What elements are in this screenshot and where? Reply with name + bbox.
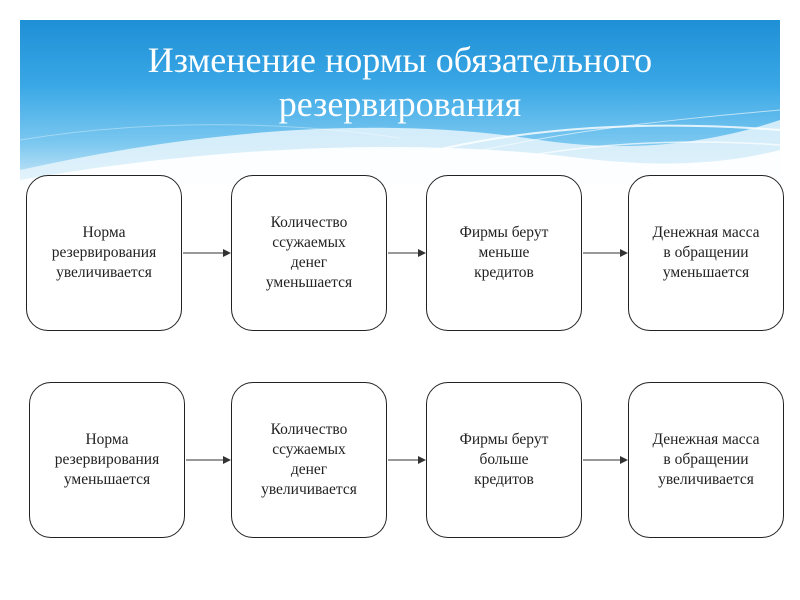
box-text-line: денег [290,254,328,271]
box-text-line: денег [290,461,328,478]
box-text-line: резервирования [54,451,160,468]
box-text-line: кредитов [474,264,534,281]
box-reserve-ratio-decreases: Норма резервирования уменьшается [29,382,185,538]
box-text-line: Количество [270,421,348,438]
box-text-line: в обращении [663,451,749,468]
title-banner [20,20,780,185]
box-text-line: увеличивается [658,471,754,488]
title-line-2: резервирования [278,84,522,124]
box-money-supply-increases: Денежная масса в обращении увеличивается [628,382,784,538]
box-text-line: Денежная масса [652,224,760,241]
box-loanable-funds-decrease: Количество ссужаемых денег уменьшается [231,175,387,331]
box-text-line: Количество [270,214,348,231]
box-firms-borrow-more: Фирмы берут больше кредитов [426,382,582,538]
box-money-supply-decreases: Денежная масса в обращении уменьшается [628,175,784,331]
box-text-line: увеличивается [56,264,152,281]
wave-decoration [20,109,780,185]
box-text-line: меньше [478,244,530,261]
box-text-line: Фирмы берут [459,224,549,241]
box-text-line: уменьшается [265,274,353,291]
slide-title: Изменение нормы обязательного резервиров… [20,38,780,126]
box-text-line: Денежная масса [652,431,760,448]
box-text-line: ссужаемых [272,234,346,251]
box-loanable-funds-increase: Количество ссужаемых денег увеличивается [231,382,387,538]
box-text-line: больше [479,451,529,468]
box-text-line: Фирмы берут [459,431,549,448]
box-text-line: кредитов [474,471,534,488]
box-text-line: уменьшается [662,264,750,281]
box-text-line: Норма [82,224,126,241]
box-text-line: Норма [85,431,129,448]
box-text-line: увеличивается [261,481,357,498]
box-text-line: уменьшается [63,471,151,488]
title-line-1: Изменение нормы обязательного [147,40,653,80]
box-firms-borrow-less: Фирмы берут меньше кредитов [426,175,582,331]
box-text-line: резервирования [51,244,157,261]
box-text-line: ссужаемых [272,441,346,458]
box-reserve-ratio-increases: Норма резервирования увеличивается [26,175,182,331]
box-text-line: в обращении [663,244,749,261]
